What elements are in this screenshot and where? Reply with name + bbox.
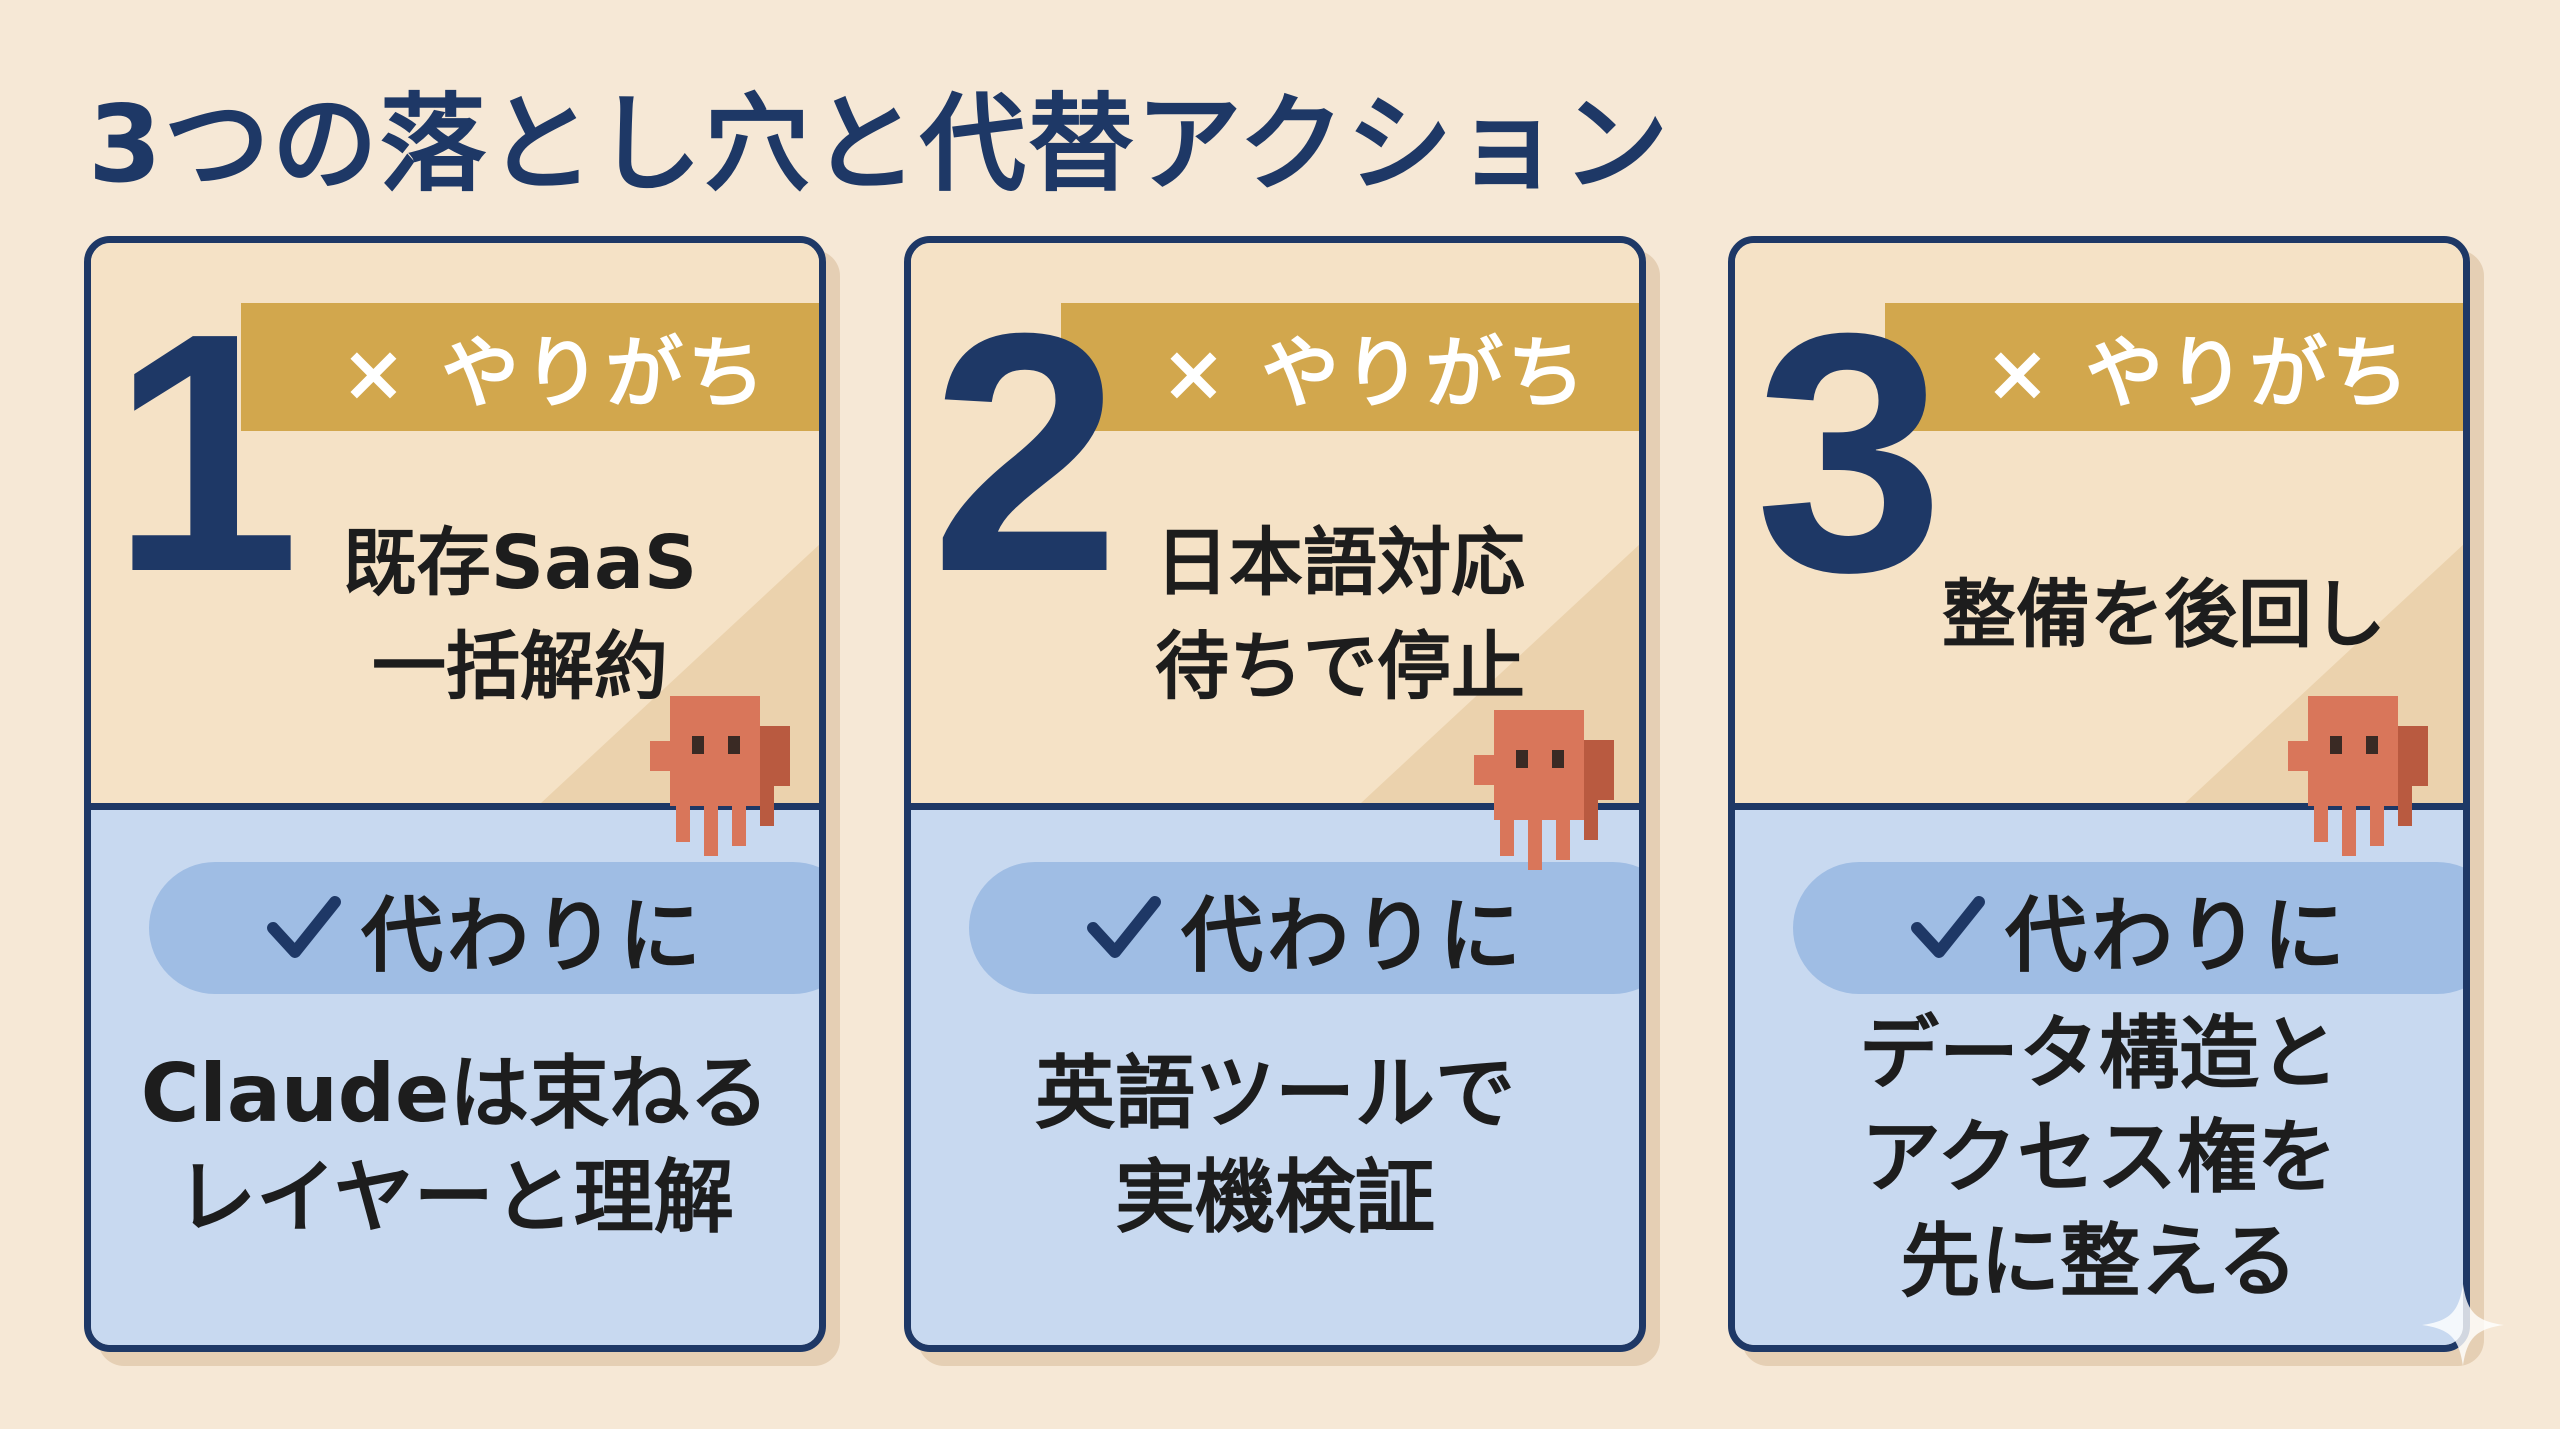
pixel-mascot-icon xyxy=(2288,696,2428,856)
bad-practice-label: × やりがち xyxy=(1160,329,1590,419)
alternative-text: Claudeは束ねる レイヤーと理解 xyxy=(101,1042,809,1250)
alternative-label: 代わりに xyxy=(1180,888,1525,984)
section-divider xyxy=(1735,803,2463,810)
alternative-text: 英語ツールで 実機検証 xyxy=(921,1042,1629,1250)
alternative-line: 英語ツールで xyxy=(1035,1047,1515,1140)
bad-practice-ribbon: × やりがち xyxy=(1885,303,2463,431)
alternative-line: データ構造と xyxy=(1859,1007,2339,1100)
bad-practice-ribbon: × やりがち xyxy=(1061,303,1639,431)
check-icon xyxy=(266,896,341,958)
alternative-line: Claudeは束ねる xyxy=(140,1047,770,1140)
bad-practice-ribbon: × やりがち xyxy=(241,303,819,431)
alternative-line: アクセス権を xyxy=(1861,1111,2337,1204)
pitfall-line: 日本語対応 xyxy=(1155,520,1525,606)
alternative-label: 代わりに xyxy=(2004,888,2349,984)
alternative-section: 代わりに データ構造と アクセス権を 先に整える xyxy=(1735,810,2463,1345)
alternative-pill: 代わりに xyxy=(149,862,819,994)
section-divider xyxy=(911,803,1639,810)
alternative-pill: 代わりに xyxy=(1793,862,2463,994)
card-number: 2 xyxy=(931,263,1121,643)
pitfall-text: 既存SaaS 一括解約 xyxy=(241,511,799,719)
alternative-label: 代わりに xyxy=(360,888,705,984)
bad-practice-label: × やりがち xyxy=(1984,329,2414,419)
sparkle-icon xyxy=(2422,1284,2504,1366)
pitfall-line: 既存SaaS xyxy=(342,520,698,606)
alternative-line: 先に整える xyxy=(1900,1215,2298,1308)
alternative-text: データ構造と アクセス権を 先に整える xyxy=(1745,1002,2453,1314)
pixel-mascot-icon xyxy=(650,696,790,856)
alternative-line: レイヤーと理解 xyxy=(176,1151,734,1244)
pitfall-text: 日本語対応 待ちで停止 xyxy=(1061,511,1619,719)
section-divider xyxy=(91,803,819,810)
check-icon xyxy=(1910,896,1985,958)
bad-practice-label: × やりがち xyxy=(340,329,770,419)
pitfall-line: 待ちで停止 xyxy=(1155,624,1525,710)
pitfall-line: 一括解約 xyxy=(372,624,668,710)
alternative-pill: 代わりに xyxy=(969,862,1639,994)
alternative-section: 代わりに Claudeは束ねる レイヤーと理解 xyxy=(91,810,819,1345)
pixel-mascot-icon xyxy=(1474,710,1614,870)
alternative-section: 代わりに 英語ツールで 実機検証 xyxy=(911,810,1639,1345)
check-icon xyxy=(1086,896,1161,958)
page-title: 3つの落とし穴と代替アクション xyxy=(88,83,1671,206)
alternative-line: 実機検証 xyxy=(1115,1151,1435,1244)
pitfall-card-1: × やりがち 1 既存SaaS 一括解約 代わりに Claudeは束ねる レイヤ… xyxy=(84,236,826,1352)
pitfall-text: 整備を後回し xyxy=(1885,563,2443,667)
card-number: 1 xyxy=(111,263,301,643)
pitfall-line: 整備を後回し xyxy=(1942,572,2386,658)
card-number: 3 xyxy=(1755,263,1945,643)
